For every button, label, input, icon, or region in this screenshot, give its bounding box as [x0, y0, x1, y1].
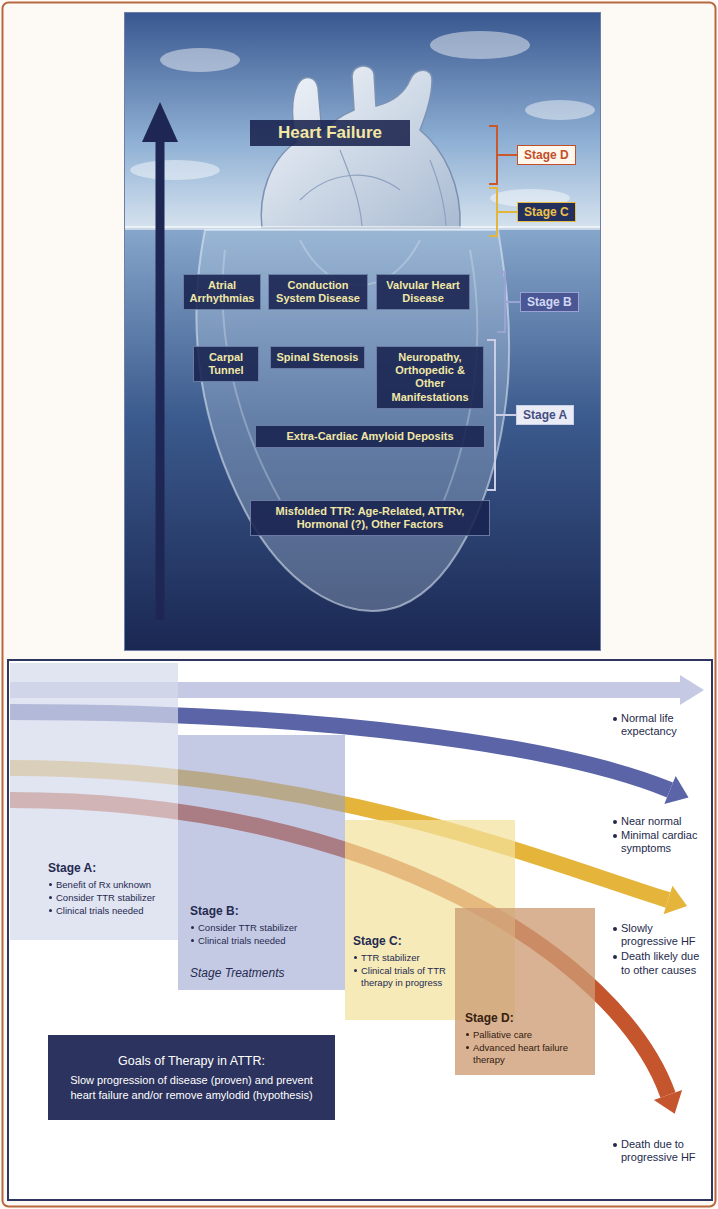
stage-bracket [497, 272, 520, 332]
goals-box: Goals of Therapy in ATTR: Slow progressio… [48, 1035, 335, 1120]
cloud [525, 100, 595, 120]
box-heading: Stage B: [190, 904, 337, 920]
stage-tag: Stage A [516, 405, 574, 425]
section-label: Stage Treatments [190, 966, 285, 980]
box-heading: Stage C: [353, 934, 451, 950]
box-text: Spinal Stenosis [275, 351, 360, 364]
panel-border [125, 13, 601, 651]
box-body: Slow progression of disease (proven) and… [60, 1073, 323, 1102]
course-arrow-head [680, 675, 704, 705]
manifestation-box: Carpal Tunnel [193, 346, 259, 382]
box-heading: Goals of Therapy in ATTR: [60, 1053, 323, 1069]
cloud [160, 48, 240, 72]
outcome-label: Near normal [612, 815, 708, 828]
box-heading: Stage D: [465, 1011, 573, 1027]
course-arrow-head [664, 886, 688, 915]
box-text: Conduction System Disease [273, 279, 363, 305]
manifestation-box: Neuropathy, Orthopedic & Other Manifesta… [376, 346, 484, 409]
progression-arrowhead [142, 102, 178, 142]
box-text: Stage D [524, 148, 569, 162]
stage-tag: Stage D [517, 145, 576, 165]
bullet-item: Consider TTR stabilizer [190, 922, 337, 934]
outcome-label: Slowly progressive HF [612, 922, 708, 948]
treatment-panel [8, 660, 712, 1200]
box-text: Carpal Tunnel [198, 351, 254, 377]
box-text: Valvular Heart Disease [381, 279, 465, 305]
sea [124, 228, 601, 651]
cause-box: Misfolded TTR: Age-Related, ATTRv, Hormo… [250, 500, 490, 536]
iceberg-panel [124, 12, 601, 651]
bullet-item: Clinical trials of TTR therapy in progre… [353, 965, 451, 989]
box-heading: Stage A: [48, 861, 170, 877]
course-arrow-head [654, 1090, 682, 1114]
treatment-box: Stage D: Palliative careAdvanced heart fa… [455, 908, 595, 1075]
box-text: Heart Failure [258, 123, 402, 143]
bullet-item: Consider TTR stabilizer [48, 892, 170, 904]
outcome-label: Death due to progressive HF [612, 1138, 708, 1164]
bullet-item: Palliative care [465, 1029, 573, 1041]
cloud [130, 160, 220, 180]
amyloid-box: Extra-Cardiac Amyloid Deposits [255, 425, 485, 448]
page-border [3, 3, 716, 1207]
manifestation-box: Spinal Stenosis [270, 346, 365, 369]
stage-bracket [489, 126, 517, 184]
bullet-item: Clinical trials needed [48, 905, 170, 917]
bullet-item: Clinical trials needed [190, 935, 337, 947]
bullet-item: TTR stabilizer [353, 952, 451, 964]
sky [124, 12, 601, 228]
bullet-item: Benefit of Rx unknown [48, 879, 170, 891]
outcome-label: Normal life expectancy [612, 712, 708, 738]
box-text: Extra-Cardiac Amyloid Deposits [260, 430, 480, 443]
stage-tag: Stage C [517, 202, 576, 222]
outcome-label: Minimal cardiac symptoms [612, 829, 708, 855]
box-text: Stage B [527, 295, 572, 309]
bullet-item: Advanced heart failure therapy [465, 1042, 573, 1066]
box-text: Misfolded TTR: Age-Related, ATTRv, Hormo… [255, 505, 485, 531]
treatment-box: Stage A: Benefit of Rx unknownConsider TT… [10, 663, 178, 940]
manifestation-box: Conduction System Disease [268, 274, 368, 310]
heart-shading [300, 150, 446, 226]
box-text: Neuropathy, Orthopedic & Other Manifesta… [381, 351, 479, 404]
progression-arrow [156, 140, 165, 620]
box-text: Stage A [523, 408, 567, 422]
outcome-label: Death likely due to other causes [612, 950, 708, 976]
stage-bracket [489, 188, 517, 236]
cloud [430, 31, 530, 59]
heart-iceberg [261, 66, 460, 228]
waterline [124, 226, 601, 230]
box-text: Stage C [524, 205, 569, 219]
box-text: Atrial Arrhythmias [188, 279, 256, 305]
stage-tag: Stage B [520, 292, 579, 312]
heart-failure-box: Heart Failure [250, 120, 410, 146]
manifestation-box: Valvular Heart Disease [376, 274, 470, 310]
stage-bracket [487, 340, 516, 490]
manifestation-box: Atrial Arrhythmias [183, 274, 261, 310]
course-arrow-head [664, 776, 688, 804]
treatment-box: Stage B: Consider TTR stabilizerClinical … [178, 735, 345, 990]
